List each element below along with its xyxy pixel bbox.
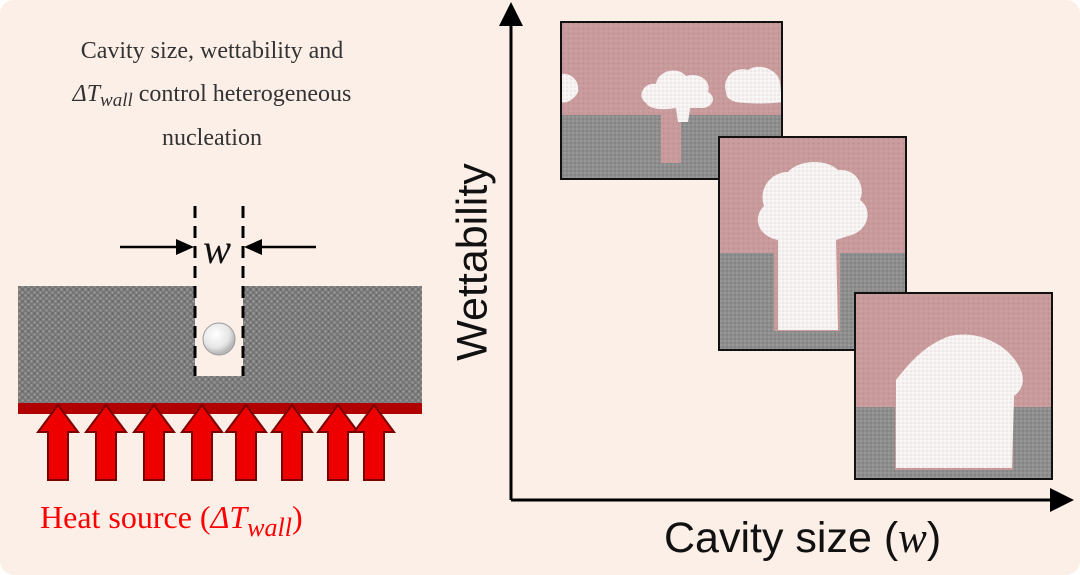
- x-axis-label-text: Cavity size (: [664, 514, 899, 562]
- wall-subscript: wall: [100, 90, 133, 111]
- vapor-cluster: [641, 70, 713, 122]
- x-axis-label: Cavity size (w): [664, 514, 941, 563]
- axes: [499, 2, 1074, 512]
- heat-arrow-icon: [180, 403, 224, 481]
- substrate-right-block: [243, 286, 422, 404]
- heat-arrow-icon: [36, 403, 80, 481]
- heat-arrow-icon: [84, 403, 128, 481]
- vapor-bubble: [757, 161, 868, 330]
- heat-arrow-icon: [132, 403, 176, 481]
- x-axis-arrowhead-icon: [1050, 488, 1074, 512]
- vapor-bubble-icon: [202, 322, 236, 356]
- y-axis-arrowhead-icon: [499, 2, 523, 26]
- heated-wall-strip: [18, 403, 422, 414]
- substrate-left-block: [18, 286, 195, 404]
- substrate: [18, 286, 422, 414]
- caption-line-2-rest: control heterogeneous: [132, 81, 352, 107]
- x-axis-label-symbol: w: [898, 515, 927, 562]
- heat-source-text: Heat source (: [40, 499, 211, 535]
- heat-arrow-icon: [224, 403, 268, 481]
- heat-delta-t-symbol: ΔT: [210, 499, 248, 535]
- caption-line-3: nucleation: [162, 125, 262, 151]
- vapor-cluster: [561, 73, 579, 103]
- caption-line-1: Cavity size, wettability and: [80, 38, 344, 64]
- caption-line-2: ΔTwall control heterogeneous: [14, 73, 410, 117]
- y-axis-label: Wettability: [448, 163, 497, 361]
- heat-source-close: ): [291, 499, 303, 535]
- snapshot-frame: [560, 21, 783, 180]
- heat-arrow-icon: [352, 403, 396, 481]
- heat-arrow-icon: [316, 403, 360, 481]
- heat-arrows: [36, 403, 396, 481]
- x-axis-label-close: ): [926, 514, 942, 562]
- snapshot-wide-cavity: [854, 292, 1053, 480]
- heat-source-label: Heat source (ΔTwall): [40, 499, 303, 542]
- cavity-bottom: [195, 376, 243, 404]
- width-indicator: [120, 206, 316, 376]
- snapshot-frame: [854, 292, 1053, 480]
- vapor-cluster: [725, 66, 782, 104]
- heat-arrow-icon: [270, 403, 314, 481]
- vapor-bubble: [896, 334, 1023, 468]
- cavity-width-label: w: [203, 227, 232, 273]
- width-arrowhead-right-icon: [244, 239, 262, 255]
- cavity-channel: [661, 115, 681, 163]
- heat-wall-subscript: wall: [247, 513, 292, 542]
- snapshot-frame: [718, 136, 907, 351]
- width-arrowhead-left-icon: [176, 239, 194, 255]
- delta-t-symbol: ΔT: [72, 81, 101, 107]
- snapshot-medium-cavity: [718, 136, 907, 351]
- caption: Cavity size, wettability and ΔTwall cont…: [14, 30, 410, 160]
